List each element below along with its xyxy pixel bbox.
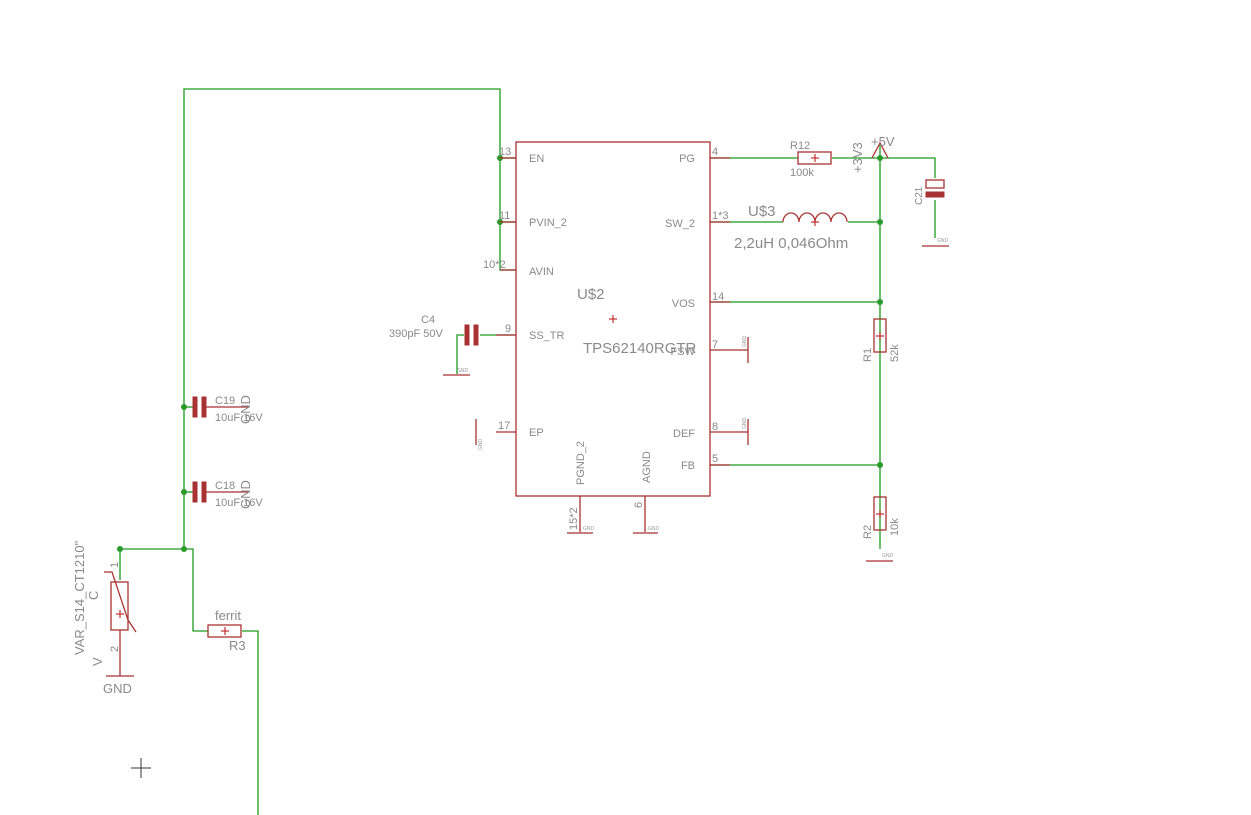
r1-value: 52k [889,344,901,362]
svg-text:GND: GND [648,526,660,532]
supply-5v-label: +5V [871,134,895,149]
wires [119,88,936,815]
ground-symbols: GND GND GND GND GND GND GND GND [443,238,949,562]
r12-name: R12 [790,140,810,152]
pin-1-number: 1*3 [712,210,729,222]
pin-vos-name: VOS [672,298,695,310]
resistor-r2[interactable]: R2 10k [862,496,901,539]
pin-sw-name: SW_2 [665,218,695,230]
pin-pg-name: PG [679,153,695,165]
pin-9-number: 9 [505,323,511,335]
c18-name: C18 [215,480,235,492]
varistor-name: VAR_S14_CT1210" [72,540,87,655]
pin-5-number: 5 [712,453,718,465]
r12-value: 100k [790,167,814,179]
r2-value: 10k [889,518,901,536]
svg-text:GND: GND [742,418,748,430]
pin-fb-name: FB [681,460,695,472]
capacitor-c18[interactable]: C18 10uF 16V GND [192,480,263,509]
c19-name: C19 [215,395,235,407]
inductor-u3[interactable]: U$3 2,2uH 0,046Ohm [734,203,848,252]
pin-6-number: 6 [633,502,645,508]
capacitor-c4[interactable]: C4 390pF 50V [389,314,479,346]
resistor-r12[interactable]: R12 100k [790,140,832,179]
r3-name: R3 [229,638,246,653]
pin-10-number: 10*2 [483,259,506,271]
svg-text:GND: GND [457,368,469,374]
r2-name: R2 [862,525,874,539]
pin-agnd-name: AGND [641,451,653,483]
ferrite-r3[interactable]: ferrit R3 [207,608,246,653]
svg-text:GND: GND [742,336,748,348]
c18-value: 10uF 16V [215,497,263,509]
r3-value: ferrit [215,608,241,623]
pin-15-number: 15*2 [568,507,580,530]
resistor-r1[interactable]: R1 52k [862,318,901,362]
pin-pgnd-name: PGND_2 [575,441,587,485]
pin-avin-name: AVIN [529,266,554,278]
capacitor-c19[interactable]: C19 10uF 16V GND [192,395,263,424]
ic-name-label: U$2 [577,286,605,303]
pin-8-number: 8 [712,421,718,433]
r1-name: R1 [862,348,874,362]
capacitor-c21[interactable]: C21 [914,179,945,205]
inductor-value: 2,2uH 0,046Ohm [734,235,848,252]
c19-value: 10uF 16V [215,412,263,424]
pin-pvin-name: PVIN_2 [529,217,567,229]
pin-11-number: 11 [499,210,510,222]
svg-text:GND: GND [882,553,894,559]
pin-4-number: 4 [712,146,718,158]
svg-text:GND: GND [583,526,595,532]
varistor-gnd-label: GND [103,681,132,696]
pin-sstr-name: SS_TR [529,330,565,342]
pin-13-number: 13 [499,146,511,158]
pin-14-number: 14 [712,291,724,303]
pin-17-number: 17 [498,420,510,432]
c18-gnd-label: GND [238,480,253,509]
varistor[interactable]: VAR_S14_CT1210" C V 1 2 GND [72,540,137,696]
pin-7-number: 7 [712,339,718,351]
varistor-c-label: C [86,591,101,600]
varistor-pin2: 2 [109,646,121,652]
pin-def-name: DEF [673,428,695,440]
c4-name: C4 [421,314,435,326]
varistor-pin1: 1 [109,562,121,568]
svg-text:GND: GND [478,439,484,451]
c21-name: C21 [914,186,925,205]
inductor-name: U$3 [748,203,776,220]
crosshair-cursor-icon [131,758,151,778]
ic-value-label: TPS62140RGTR [583,340,697,357]
pin-en-name: EN [529,153,544,165]
pin-fsw-name: FSW [671,346,696,358]
pin-ep-name: EP [529,427,544,439]
supply-symbols: +3V3 +5V [850,134,895,173]
c4-value: 390pF 50V [389,328,443,340]
svg-text:GND: GND [937,238,949,244]
ic-u2[interactable]: 13 11 10*2 9 17 EN PVIN_2 AVIN SS_TR EP … [483,141,748,532]
supply-3v3-label: +3V3 [850,142,865,173]
c19-gnd-label: GND [238,395,253,424]
varistor-v-label: V [90,657,105,666]
